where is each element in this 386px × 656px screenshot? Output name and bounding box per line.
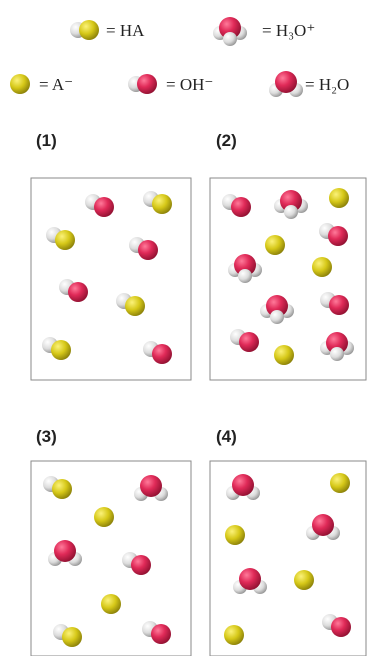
ha-molecule-icon: [116, 293, 145, 316]
legend-label-hydroxide: = OH⁻: [166, 75, 213, 94]
hydroxide-molecule-icon: [319, 223, 348, 246]
legend-item-hydroxide: = OH⁻: [128, 74, 213, 94]
molecules-layer: [42, 188, 354, 647]
legend-item-water: = H₂O: [269, 71, 349, 97]
ha-molecule-icon: [143, 191, 172, 214]
hydroxide-molecule-icon: [230, 329, 259, 352]
anion-sphere-icon: [312, 257, 332, 277]
ha-molecule-icon: [53, 624, 82, 647]
panel-label-3: (3): [36, 427, 57, 446]
hydroxide-molecule-icon: [128, 74, 157, 94]
legend-label-h3o: = H₃O⁺: [262, 21, 315, 40]
anion-sphere-icon: [101, 594, 121, 614]
legend-item-h3o: = H₃O⁺: [213, 17, 315, 46]
hydroxide-molecule-icon: [320, 292, 349, 315]
legend-item-anion: = A⁻: [10, 74, 73, 94]
anion-sphere-icon: [330, 473, 350, 493]
water-molecule-icon: [134, 475, 168, 501]
hydroxide-molecule-icon: [142, 621, 171, 644]
anion-sphere-icon: [329, 188, 349, 208]
hydroxide-molecule-icon: [129, 237, 158, 260]
ha-molecule-icon: [43, 476, 72, 499]
water-molecule-icon: [48, 540, 82, 566]
legend-item-ha: = HA: [70, 20, 145, 40]
hydroxide-molecule-icon: [322, 614, 351, 637]
legend-label-water: = H₂O: [305, 75, 349, 94]
water-molecule-icon: [306, 514, 340, 540]
hydroxide-molecule-icon: [143, 341, 172, 364]
panel-label-1: (1): [36, 131, 57, 150]
hydroxide-molecule-icon: [59, 279, 88, 302]
hydronium-molecule-icon: [274, 190, 308, 219]
ha-molecule-icon: [42, 337, 71, 360]
water-molecule-icon: [233, 568, 267, 594]
legend-label-anion: = A⁻: [39, 75, 73, 94]
hydronium-molecule-icon: [228, 254, 262, 283]
anion-sphere-icon: [224, 625, 244, 645]
anion-sphere-icon: [10, 74, 30, 94]
panel-label-4: (4): [216, 427, 237, 446]
panel-label-2: (2): [216, 131, 237, 150]
ha-molecule-icon: [70, 20, 99, 40]
hydronium-molecule-icon: [213, 17, 247, 46]
anion-sphere-icon: [274, 345, 294, 365]
anion-sphere-icon: [294, 570, 314, 590]
ha-molecule-icon: [46, 227, 75, 250]
anion-sphere-icon: [265, 235, 285, 255]
anion-sphere-icon: [94, 507, 114, 527]
hydronium-molecule-icon: [320, 332, 354, 361]
hydroxide-molecule-icon: [222, 194, 251, 217]
anion-sphere-icon: [225, 525, 245, 545]
legend-label-ha: = HA: [106, 21, 145, 40]
water-molecule-icon: [226, 474, 260, 500]
hydronium-molecule-icon: [260, 295, 294, 324]
hydroxide-molecule-icon: [85, 194, 114, 217]
legend: = HA = H₃O⁺ = A⁻ = OH⁻: [10, 17, 349, 97]
hydroxide-molecule-icon: [122, 552, 151, 575]
water-molecule-icon: [269, 71, 303, 97]
